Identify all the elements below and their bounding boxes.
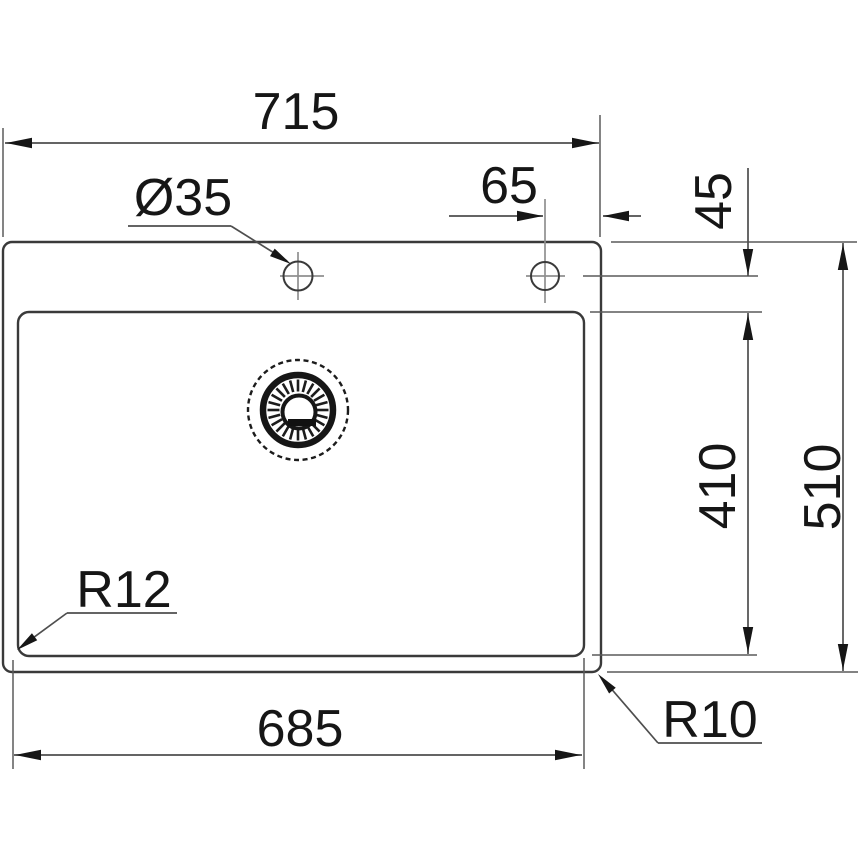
dimension-overall-height: 510 (794, 243, 852, 671)
dim-65-label: 65 (480, 157, 538, 215)
drain-slot (288, 380, 295, 393)
dim-685-label: 685 (257, 700, 344, 758)
tap-hole-right-circle (530, 261, 560, 291)
dim-410-label: 410 (689, 443, 747, 530)
dimension-overall-width: 715 (5, 83, 599, 149)
drain-slot (301, 380, 308, 393)
tap-hole-right (526, 199, 565, 303)
dim-410-arrow-up (742, 314, 754, 340)
label-r12-leader-arrow (17, 633, 38, 650)
drain-outer-circle (246, 358, 350, 462)
dimension-bowl-height: 410 (689, 313, 754, 654)
sink-bowl-outline (16, 310, 586, 658)
dim-715-arrow-left (6, 137, 32, 149)
drain-slot (268, 413, 281, 420)
dim-45-label: 45 (685, 172, 743, 230)
label-o35-leader-arrow (270, 248, 291, 264)
dim-65-arrow-right (603, 210, 629, 222)
dim-510-arrow-up (837, 244, 849, 270)
drain-slot (270, 418, 283, 427)
drain-slot (306, 382, 315, 395)
drain-lever-slot (288, 419, 316, 426)
dimension-hole-offset: 65 (449, 157, 641, 222)
dim-510-arrow-down (837, 644, 849, 670)
drain-slot (315, 400, 328, 407)
drain-strainer-slots (267, 379, 329, 441)
drain-slot (270, 393, 283, 402)
drain-slot (275, 422, 286, 433)
dim-65-arrow-left (517, 210, 543, 222)
drain-slot (275, 387, 286, 398)
dim-715-label: 715 (253, 83, 340, 141)
drain-slot (281, 425, 290, 438)
dim-685-arrow-left (15, 749, 41, 761)
drain-strainer (246, 358, 350, 462)
dimension-hole-to-bowl: 45 (685, 168, 754, 276)
tap-hole-left-circle (282, 260, 314, 292)
tap-hole-left (280, 252, 324, 300)
label-bowl-corner-radius: R12 (17, 561, 177, 650)
drain-slot (281, 382, 290, 395)
drain-slot (315, 413, 328, 420)
dim-410-arrow-down (742, 627, 754, 653)
drain-slot (268, 400, 281, 407)
label-r10-leader-arrow (598, 674, 616, 694)
drain-slot (310, 387, 321, 398)
dim-45-arrow-down (742, 249, 754, 275)
label-outer-corner-radius: R10 (598, 674, 762, 749)
sink-outer-rim-outline (1, 240, 603, 674)
drain-slot (288, 427, 295, 440)
drain-slot (313, 393, 326, 402)
dim-715-arrow-right (572, 137, 598, 149)
label-o35-text: Ø35 (134, 169, 232, 227)
drain-ring-circle (259, 371, 337, 449)
dim-510-label: 510 (794, 444, 852, 531)
label-hole-diameter: Ø35 (128, 169, 291, 264)
dim-685-arrow-right (555, 749, 581, 761)
label-r10-text: R10 (662, 691, 757, 749)
label-r12-text: R12 (76, 561, 171, 619)
dimension-cutout-width: 685 (14, 700, 582, 761)
